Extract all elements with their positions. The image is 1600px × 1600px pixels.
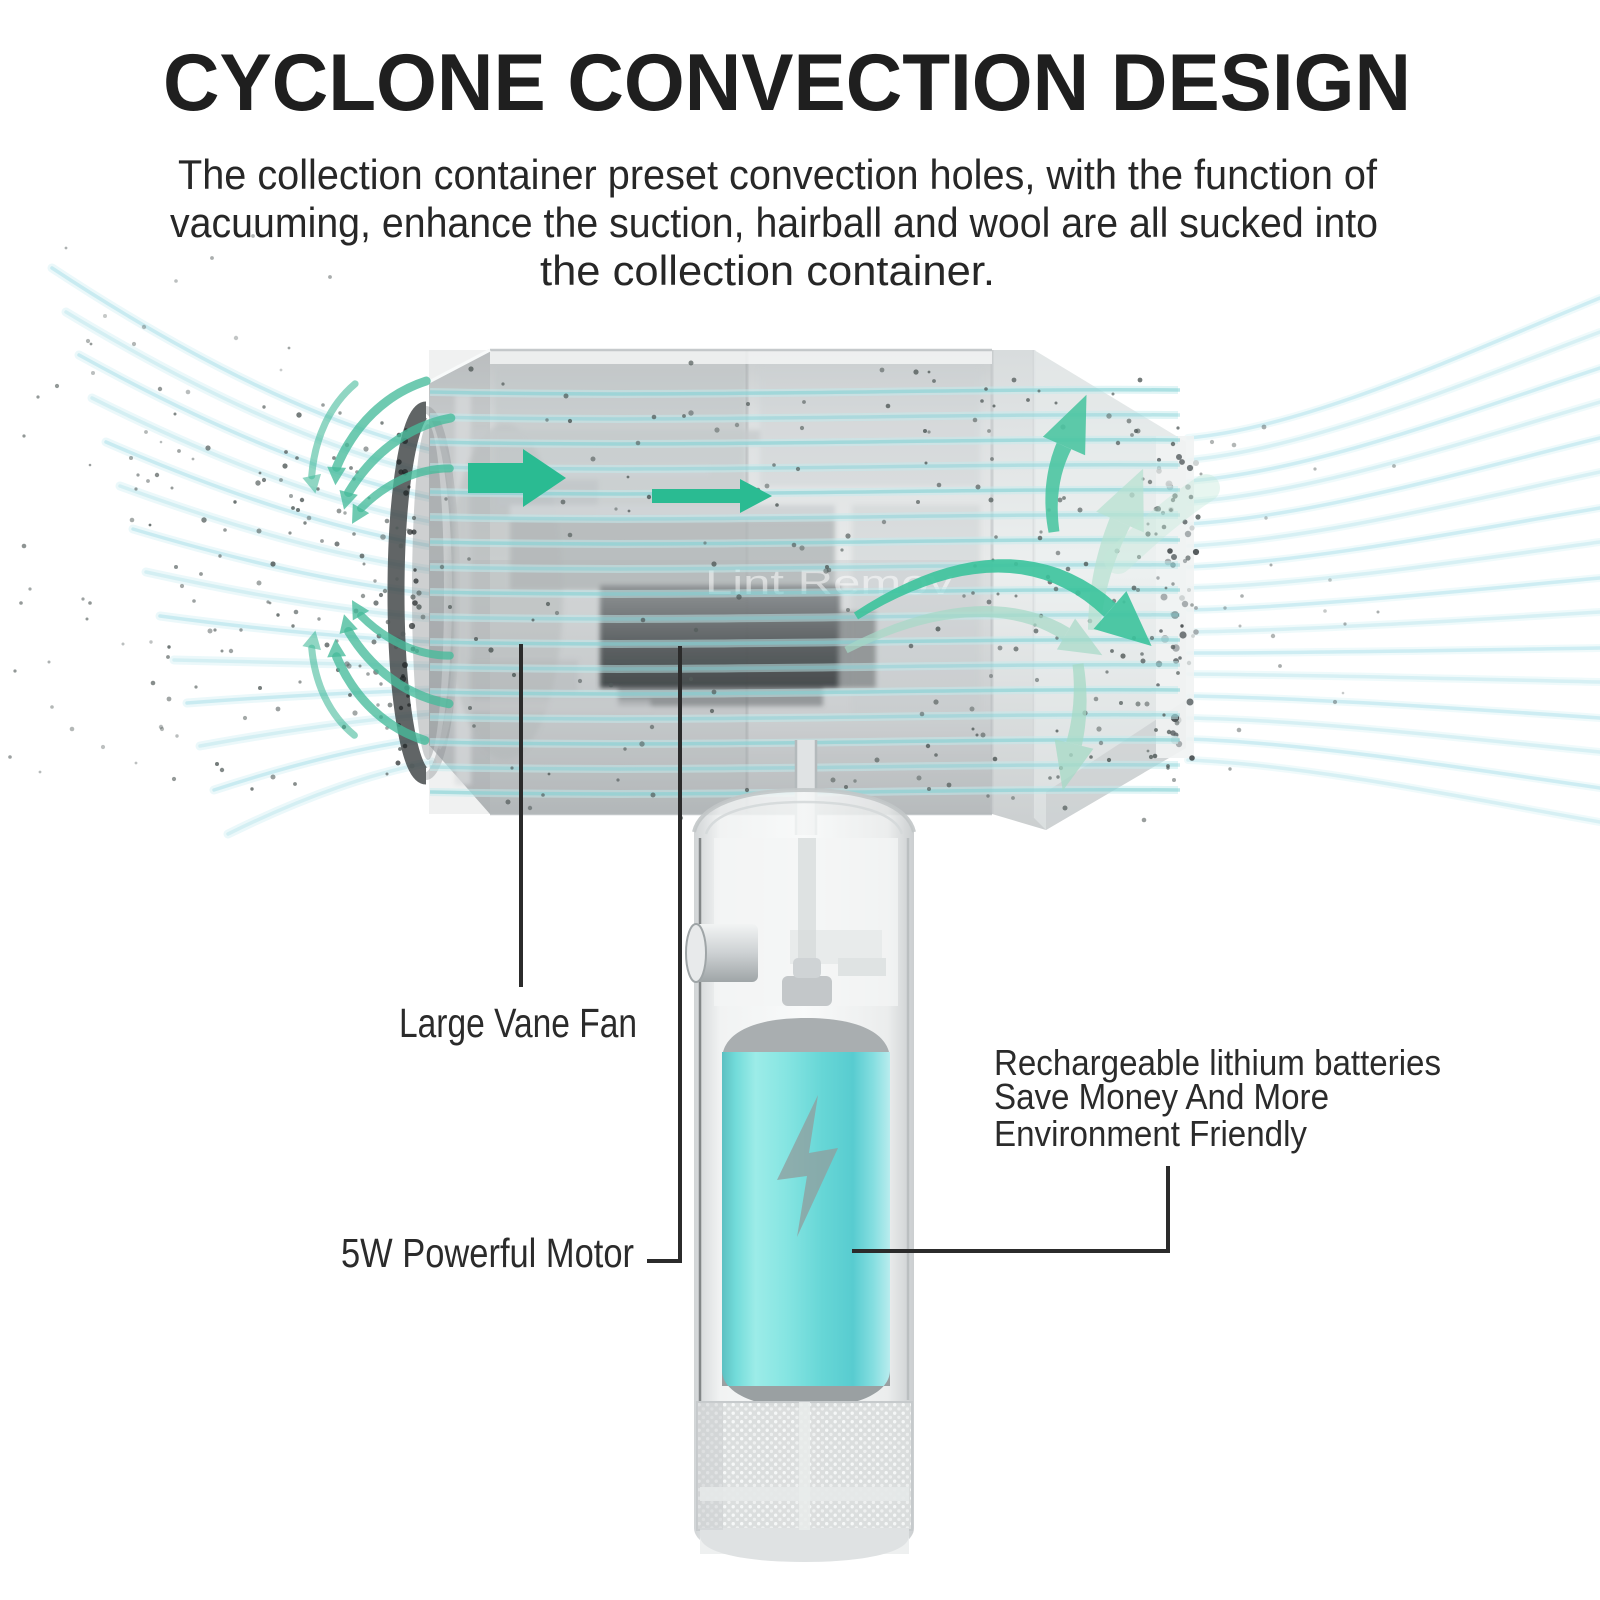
- svg-text:Large Vane Fan: Large Vane Fan: [399, 1000, 637, 1046]
- svg-text:the collection container.: the collection container.: [540, 247, 995, 294]
- svg-text:The collection container prese: The collection container preset convecti…: [178, 151, 1377, 198]
- svg-text:5W Powerful Motor: 5W Powerful Motor: [341, 1230, 634, 1276]
- svg-text:Save Money And More: Save Money And More: [994, 1076, 1329, 1117]
- svg-text:vacuuming, enhance the suction: vacuuming, enhance the suction, hairball…: [170, 199, 1378, 246]
- svg-text:Environment Friendly: Environment Friendly: [994, 1113, 1307, 1154]
- svg-text:Rechargeable lithium batteries: Rechargeable lithium batteries: [994, 1042, 1441, 1083]
- svg-text:CYCLONE CONVECTION DESIGN: CYCLONE CONVECTION DESIGN: [163, 38, 1411, 128]
